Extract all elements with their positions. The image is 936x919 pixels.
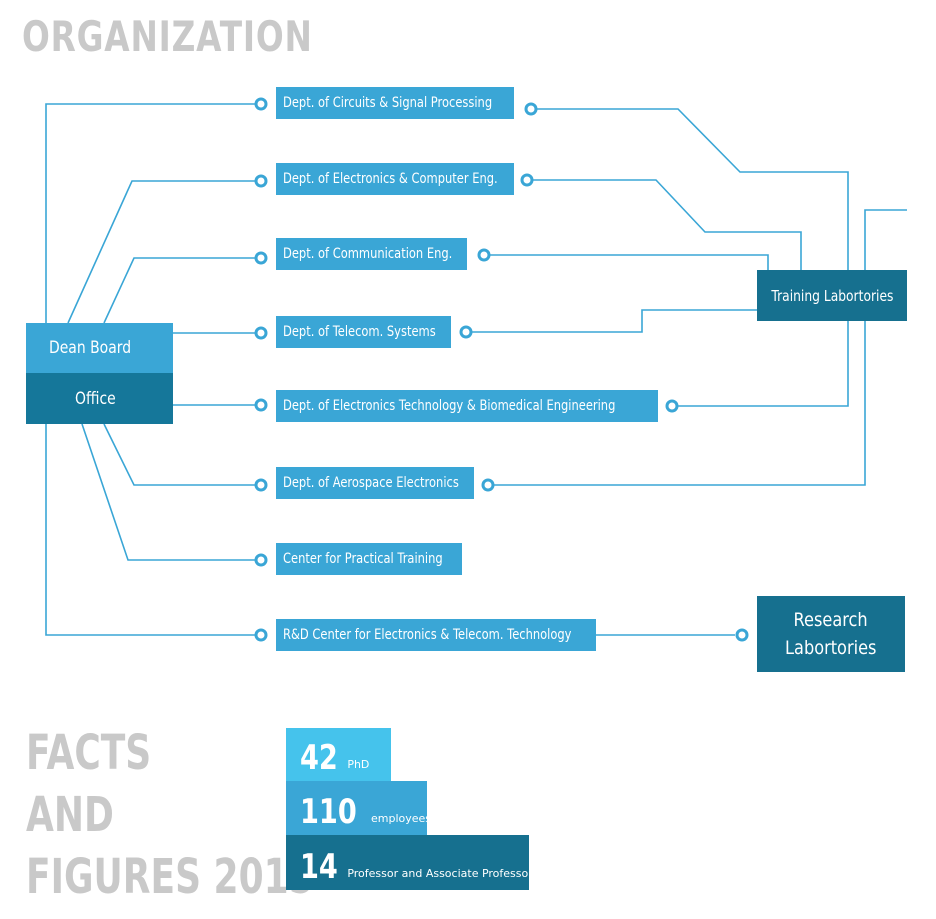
dept-label: Dept. of Electronics & Computer Eng. xyxy=(283,171,498,187)
connector-dot xyxy=(477,248,491,262)
connector-dot xyxy=(254,174,268,188)
connector-dot xyxy=(524,102,538,116)
facts-heading-line: FIGURES 2015 xyxy=(26,849,314,905)
connector-dot xyxy=(254,398,268,412)
connector-dot xyxy=(735,628,749,642)
training-labs-box: Training Labortories xyxy=(757,270,907,321)
stat-number: 110 xyxy=(300,792,357,832)
training-labs-label: Training Labortories xyxy=(770,286,894,305)
center-practical-training-box: Center for Practical Training xyxy=(276,543,462,575)
connector-dot xyxy=(254,97,268,111)
dept-label: Dept. of Circuits & Signal Processing xyxy=(283,95,493,111)
office-box: Office xyxy=(26,373,173,424)
research-labs-line1: Research xyxy=(793,609,869,631)
office-label: Office xyxy=(74,388,116,409)
dept-box-electronics-computer: Dept. of Electronics & Computer Eng. xyxy=(276,163,514,195)
stat-phd: 42 PhD xyxy=(286,728,391,781)
dept-label: Dept. of Communication Eng. xyxy=(283,246,453,262)
connector-dot xyxy=(520,173,534,187)
dept-label: Center for Practical Training xyxy=(283,551,443,567)
dept-box-telecom: Dept. of Telecom. Systems xyxy=(276,316,451,348)
dept-box-communication: Dept. of Communication Eng. xyxy=(276,238,467,270)
connector-dot xyxy=(459,325,473,339)
stat-label: employees xyxy=(370,812,432,825)
dean-board-label: Dean Board xyxy=(49,338,132,358)
connector-dot xyxy=(254,326,268,340)
page-title: ORGANIZATION xyxy=(22,12,313,61)
research-labs-box: Research Labortories xyxy=(757,596,905,672)
stat-employees: 110 employees xyxy=(286,781,431,835)
dept-label: R&D Center for Electronics & Telecom. Te… xyxy=(283,627,572,643)
dept-box-circuits: Dept. of Circuits & Signal Processing xyxy=(276,87,514,119)
dept-box-biomedical: Dept. of Electronics Technology & Biomed… xyxy=(276,390,658,422)
stat-label: Professor and Associate Professor xyxy=(347,867,533,880)
dept-box-aerospace: Dept. of Aerospace Electronics xyxy=(276,467,474,499)
facts-heading: FACTS AND FIGURES 2015 xyxy=(26,722,410,908)
dept-label: Dept. of Telecom. Systems xyxy=(283,324,436,340)
connector-dot xyxy=(481,478,495,492)
dean-board-box: Dean Board xyxy=(26,323,173,373)
connector-dot xyxy=(254,553,268,567)
dept-label: Dept. of Electronics Technology & Biomed… xyxy=(283,398,616,414)
facts-heading-line: FACTS xyxy=(26,725,152,781)
stat-number: 42 xyxy=(300,738,338,778)
connector-dot xyxy=(254,251,268,265)
research-labs-line2: Labortories xyxy=(785,637,877,659)
rd-center-box: R&D Center for Electronics & Telecom. Te… xyxy=(276,619,596,651)
facts-heading-line: AND xyxy=(26,787,114,843)
connector-dot xyxy=(254,478,268,492)
stat-number: 14 xyxy=(300,847,338,887)
connector-dot xyxy=(254,628,268,642)
stat-label: PhD xyxy=(347,758,370,771)
stat-professors: 14 Professor and Associate Professor xyxy=(286,835,533,890)
dept-label: Dept. of Aerospace Electronics xyxy=(283,475,459,491)
connector-dot xyxy=(665,399,679,413)
